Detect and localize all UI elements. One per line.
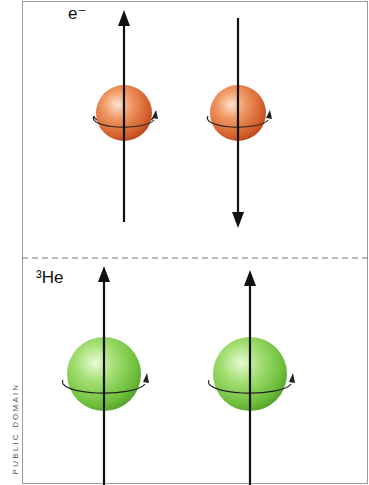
- particle-label: ³He: [36, 268, 63, 288]
- electron-down: [207, 18, 272, 228]
- divider: [22, 258, 369, 259]
- particle-label: e⁻: [68, 3, 86, 24]
- electron-up: [93, 10, 158, 222]
- helium-up-right: [208, 270, 295, 485]
- credit-watermark: PUBLIC DOMAIN: [11, 374, 20, 484]
- helium-up-left: [62, 266, 149, 485]
- frame: [23, 2, 368, 484]
